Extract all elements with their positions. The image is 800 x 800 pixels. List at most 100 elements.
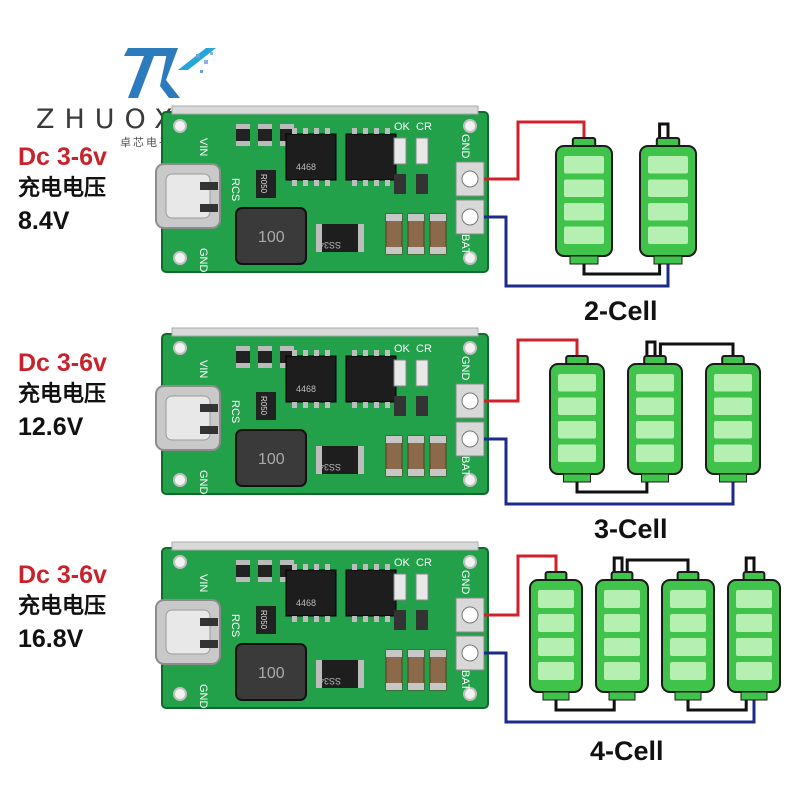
ic-pin — [385, 128, 390, 134]
positive-wire — [484, 120, 586, 181]
smd-part — [394, 174, 406, 194]
ic-pin — [325, 616, 330, 622]
battery-level-bar — [604, 638, 640, 656]
smd-pad — [236, 141, 250, 146]
terminal-hole — [461, 392, 479, 410]
smd-pad — [236, 363, 250, 368]
output-voltage: 8.4V — [18, 207, 70, 235]
inductor-marking: 100 — [258, 229, 285, 246]
battery-level-bar — [564, 156, 604, 174]
r050-label: R050 — [259, 174, 268, 194]
ic-pin — [385, 402, 390, 408]
smd-part — [394, 396, 406, 416]
battery-level-bar — [636, 397, 674, 415]
battery-cell — [627, 355, 683, 483]
battery-base — [542, 691, 570, 701]
battery-level-bar — [670, 590, 706, 608]
ic-pin — [303, 616, 308, 622]
diode — [316, 660, 364, 688]
ic-pin — [314, 564, 319, 570]
diode-band — [358, 446, 364, 474]
battery-level-bar — [558, 397, 596, 415]
bat-label: BAT — [459, 456, 471, 477]
smd-pad — [236, 577, 250, 582]
battery-level-bar — [648, 156, 688, 174]
battery-level-bar — [736, 590, 772, 608]
battery-level-bar — [714, 421, 752, 439]
usb-pin — [200, 404, 218, 412]
ic-pin — [303, 564, 308, 570]
ic-pin — [303, 350, 308, 356]
cap-pad — [386, 683, 402, 690]
ic-pin — [352, 180, 357, 186]
sense-resistor — [256, 392, 276, 420]
bat-label: BAT — [459, 234, 471, 255]
battery-level-bar — [670, 638, 706, 656]
ic-pin — [292, 616, 297, 622]
ic-marking: 4468 — [296, 598, 316, 608]
battery-level-bar — [636, 374, 674, 392]
ic-pin — [363, 180, 368, 186]
led-ok — [393, 573, 407, 601]
ic-pin — [352, 128, 357, 134]
cell-count-label-2: 2-Cell — [584, 296, 658, 326]
battery-level-bar — [670, 662, 706, 680]
battery-base — [569, 255, 599, 265]
output-voltage: 12.6V — [18, 413, 84, 441]
charge-voltage-caption: 充电电压 — [18, 594, 107, 619]
smd-pad — [280, 124, 294, 129]
gnd-label: GND — [459, 134, 471, 159]
ok-label: OK — [394, 557, 411, 569]
r050-label: R050 — [259, 610, 268, 630]
smd-pad — [258, 560, 272, 565]
smd-resistor — [258, 124, 272, 146]
ic-pin — [352, 402, 357, 408]
ic-pin — [325, 180, 330, 186]
ic-pin — [325, 350, 330, 356]
ic-chip — [345, 569, 397, 617]
smd-part — [416, 174, 428, 194]
ic-pin — [363, 350, 368, 356]
inductor — [235, 429, 307, 487]
battery-cell — [639, 137, 697, 265]
cap-pad — [386, 247, 402, 254]
ic-pin — [325, 402, 330, 408]
rcs-label: RCS — [229, 614, 241, 637]
ic-pin — [374, 402, 379, 408]
mounting-hole — [173, 341, 187, 355]
ic-pin — [314, 180, 319, 186]
battery-level-bar — [648, 226, 688, 244]
vin-label: VIN — [197, 360, 209, 378]
ic-pin — [352, 564, 357, 570]
diode-band — [358, 660, 364, 688]
smd-resistor — [236, 560, 250, 582]
ic-pin — [385, 564, 390, 570]
mounting-hole — [173, 119, 187, 133]
diode — [316, 224, 364, 252]
mounting-hole — [463, 555, 477, 569]
ic-pin — [363, 616, 368, 622]
terminal-hole — [461, 170, 479, 188]
battery-base — [719, 473, 747, 483]
battery-cell — [595, 571, 649, 701]
terminal-hole — [461, 208, 479, 226]
terminal-hole — [461, 644, 479, 662]
input-voltage: Dc 3-6v — [18, 143, 107, 171]
smd-pad — [258, 577, 272, 582]
cap-pad — [430, 650, 446, 657]
battery-base — [608, 691, 636, 701]
ic-pin — [363, 402, 368, 408]
ic-pin — [325, 564, 330, 570]
ic-pin — [385, 350, 390, 356]
smd-pad — [258, 141, 272, 146]
cell-count-label-4: 4-Cell — [590, 736, 664, 766]
ic-pin — [374, 128, 379, 134]
diode-marking: SS34 — [319, 676, 341, 686]
smd-pad — [280, 560, 294, 565]
ic-chip — [285, 133, 337, 181]
cr-label: CR — [416, 121, 432, 133]
ic-pin — [363, 564, 368, 570]
wiring-group — [484, 120, 697, 288]
battery-level-bar — [736, 638, 772, 656]
mounting-hole — [173, 555, 187, 569]
